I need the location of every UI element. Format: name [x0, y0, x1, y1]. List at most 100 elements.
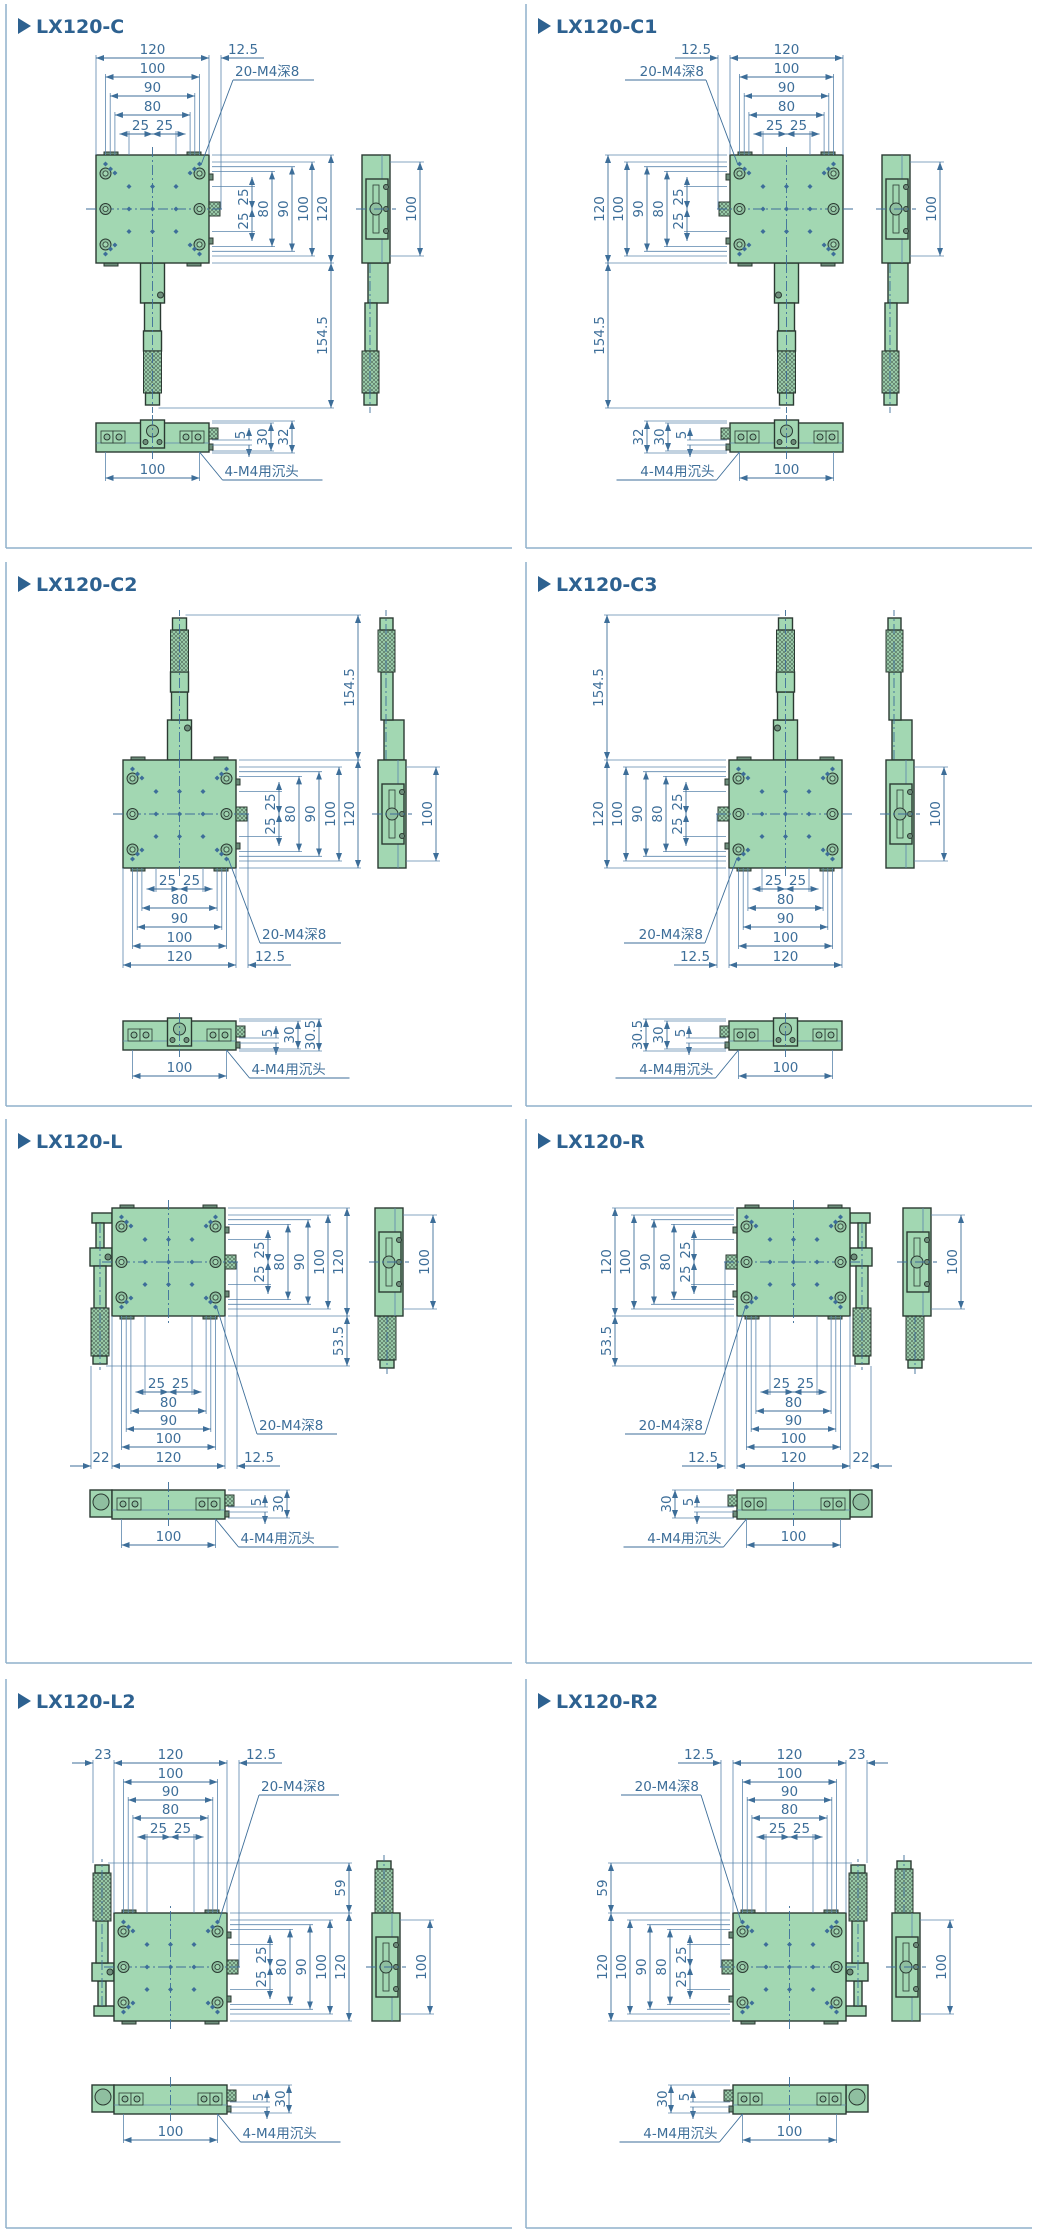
tapped-hole-icon: [807, 229, 813, 234]
counterbore-inner: [118, 1294, 125, 1301]
lock-screw-icon: [106, 1968, 114, 1976]
tapped-hole-icon: [760, 184, 766, 189]
tapped-hole-icon: [150, 229, 155, 234]
micrometer-bracket: [93, 2005, 115, 2017]
tapped-hole-icon: [144, 1942, 150, 1947]
counterbore-inner: [214, 1999, 221, 2006]
front-lock-knob-icon: [226, 2089, 237, 2102]
counterbore-inner: [129, 846, 136, 853]
dimension-label-pitch: 25: [674, 1946, 690, 1963]
front-lock-knob-icon: [723, 2089, 734, 2102]
counterbore-hole-icon: [740, 2095, 748, 2103]
micrometer-length-label: 59: [333, 1879, 349, 1896]
dimension-label-pitch: 25: [254, 1946, 270, 1963]
tapped-hole-icon: [135, 851, 140, 857]
panel-title: LX120-C2: [36, 574, 137, 596]
counterbore-inner: [829, 846, 836, 853]
tapped-hole-icon: [741, 851, 746, 857]
side-screw-icon: [396, 1281, 402, 1287]
tapped-hole-icon: [144, 1964, 150, 1970]
side-screw-icon: [913, 1986, 919, 1992]
panel-title: LX120-R: [556, 1131, 645, 1153]
mount-note-leader: [217, 2113, 241, 2143]
screw-icon: [156, 439, 163, 445]
counterbore-inner: [736, 241, 743, 248]
mount-hole-note: 4-M4用沉头: [639, 1062, 713, 1078]
dimension-label-height: 120: [331, 1249, 347, 1275]
counterbore-inner: [118, 1223, 125, 1230]
screw-icon: [169, 1037, 176, 1043]
tapped-hole-icon: [191, 1987, 197, 1992]
front-height-label: 5: [249, 1498, 265, 1507]
mount-note-leader: [215, 1518, 239, 1548]
tapped-hole-icon: [173, 206, 179, 212]
front-height-label: 30: [271, 1495, 287, 1512]
tapped-hole-icon: [135, 771, 140, 777]
counterbore-inner: [833, 1963, 840, 1970]
counterbore-inner: [102, 205, 109, 212]
front-height-label: 5: [233, 431, 249, 440]
hole-note: 20-M4深8: [261, 1779, 325, 1795]
tapped-hole-icon: [177, 834, 182, 839]
tapped-hole-icon: [224, 766, 229, 772]
dimension-label-height: 80: [283, 805, 299, 822]
side-screw: [728, 1995, 734, 2003]
front-height-label: 5: [681, 1498, 697, 1507]
tapped-hole-icon: [142, 1259, 148, 1265]
front-height-label: 30: [651, 1026, 667, 1043]
side-micrometer-cap: [379, 617, 394, 631]
side-micrometer-cap: [363, 392, 378, 406]
micrometer-end-icon: [92, 1493, 110, 1511]
mount-hole-note: 4-M4用沉头: [243, 2126, 317, 2142]
micrometer-end-icon: [852, 1493, 870, 1511]
dimension-label-height: 90: [634, 1958, 650, 1975]
dimension-label-width: 100: [140, 61, 166, 77]
side-micrometer-cap: [887, 617, 902, 631]
dimension-label-pitch: 25: [797, 1376, 814, 1392]
micrometer-length-label: 59: [595, 1879, 611, 1896]
tapped-hole-icon: [108, 246, 113, 252]
side-micrometer-thimble: [881, 350, 900, 394]
dimension-label-height: 90: [276, 200, 292, 217]
front-side-screw: [724, 1041, 730, 1049]
side-micrometer-thimble: [885, 629, 904, 673]
offset-label-right: 12.5: [680, 949, 710, 965]
dimension-label-pitch: 25: [254, 1970, 270, 1987]
counterbore-hole-icon: [827, 1031, 835, 1039]
side-screw: [235, 842, 241, 850]
dimension-label-pitch: 25: [769, 1821, 786, 1837]
dimension-label-height: 80: [256, 200, 272, 217]
side-screw-icon: [393, 1942, 399, 1948]
tapped-hole-icon: [814, 1237, 820, 1242]
hole-note-leader: [705, 79, 739, 166]
front-height-label: 30: [655, 2090, 671, 2107]
front-height-label: 32: [631, 428, 647, 445]
side-screw-icon: [399, 833, 405, 839]
side-dimension-label: 100: [924, 196, 940, 222]
dimension-label-width: 100: [156, 1431, 182, 1447]
counterbore-hole-icon: [835, 1500, 843, 1508]
panel-title: LX120-R2: [556, 1691, 658, 1713]
tapped-hole-icon: [150, 184, 155, 189]
tapped-hole-icon: [742, 246, 747, 252]
tapped-hole-icon: [130, 766, 135, 772]
mount-hole-note: 4-M4用沉头: [225, 464, 299, 480]
front-lock-knob-icon: [208, 427, 219, 440]
tapped-hole-icon: [119, 1304, 124, 1310]
side-screw: [224, 1226, 230, 1234]
front-lock-knob-icon: [224, 1494, 235, 1507]
panel-title: LX120-C: [36, 16, 124, 38]
panel-title: LX120-L: [36, 1131, 122, 1153]
tapped-hole-icon: [787, 1964, 792, 1970]
counterbore-inner: [735, 846, 742, 853]
dimension-label-pitch: 25: [793, 1821, 810, 1837]
front-height-label: 30.5: [303, 1020, 319, 1050]
front-lock-knob-icon: [235, 1025, 246, 1038]
tapped-hole-icon: [826, 246, 831, 252]
side-micrometer-bracket: [383, 719, 405, 761]
side-screw: [224, 1290, 230, 1298]
side-screw: [226, 1995, 232, 2003]
dimension-label-width: 80: [785, 1395, 802, 1411]
front-height-label: 30: [282, 1026, 298, 1043]
